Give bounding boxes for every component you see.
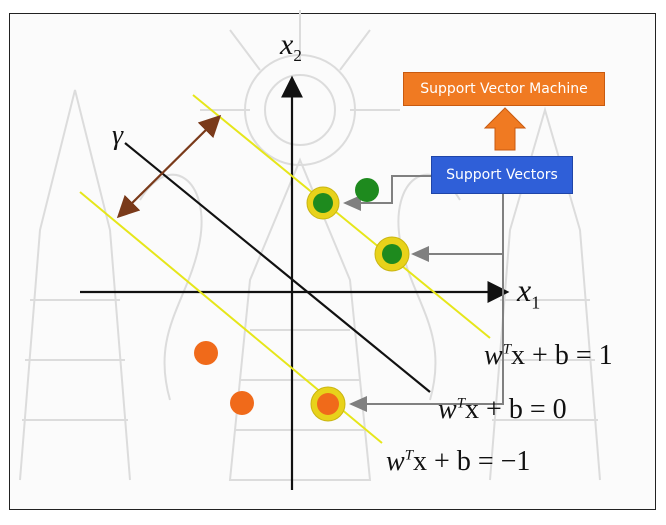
up-arrow-icon [483,107,527,151]
sv-pointer-arrow-mid [411,190,504,262]
sv-pointer-arrow-top [343,175,432,211]
sv-pointer-arrow-bottom [349,254,504,412]
margin-gamma-label: γ [112,120,124,151]
negative-point [317,393,339,415]
negative-point [194,341,218,365]
equation-positive-margin: wTx + b = 1 [484,340,613,371]
margin-line-positive [192,94,491,339]
svm-callout-box: Support Vector Machine [403,72,605,106]
x1-axis-label: x1 [517,272,541,313]
positive-point [313,193,333,213]
margin-width-arrow [116,114,222,219]
equation-negative-margin: wTx + b = −1 [386,446,531,477]
positive-point [355,178,379,202]
support-vectors-callout-label: Support Vectors [446,167,558,183]
negative-point [230,391,254,415]
equation-hyperplane: wTx + b = 0 [438,394,567,425]
x2-axis-label: x2 [280,28,302,65]
support-vectors-callout-box: Support Vectors [431,156,573,194]
svm-callout-label: Support Vector Machine [420,81,588,97]
positive-point [382,244,402,264]
